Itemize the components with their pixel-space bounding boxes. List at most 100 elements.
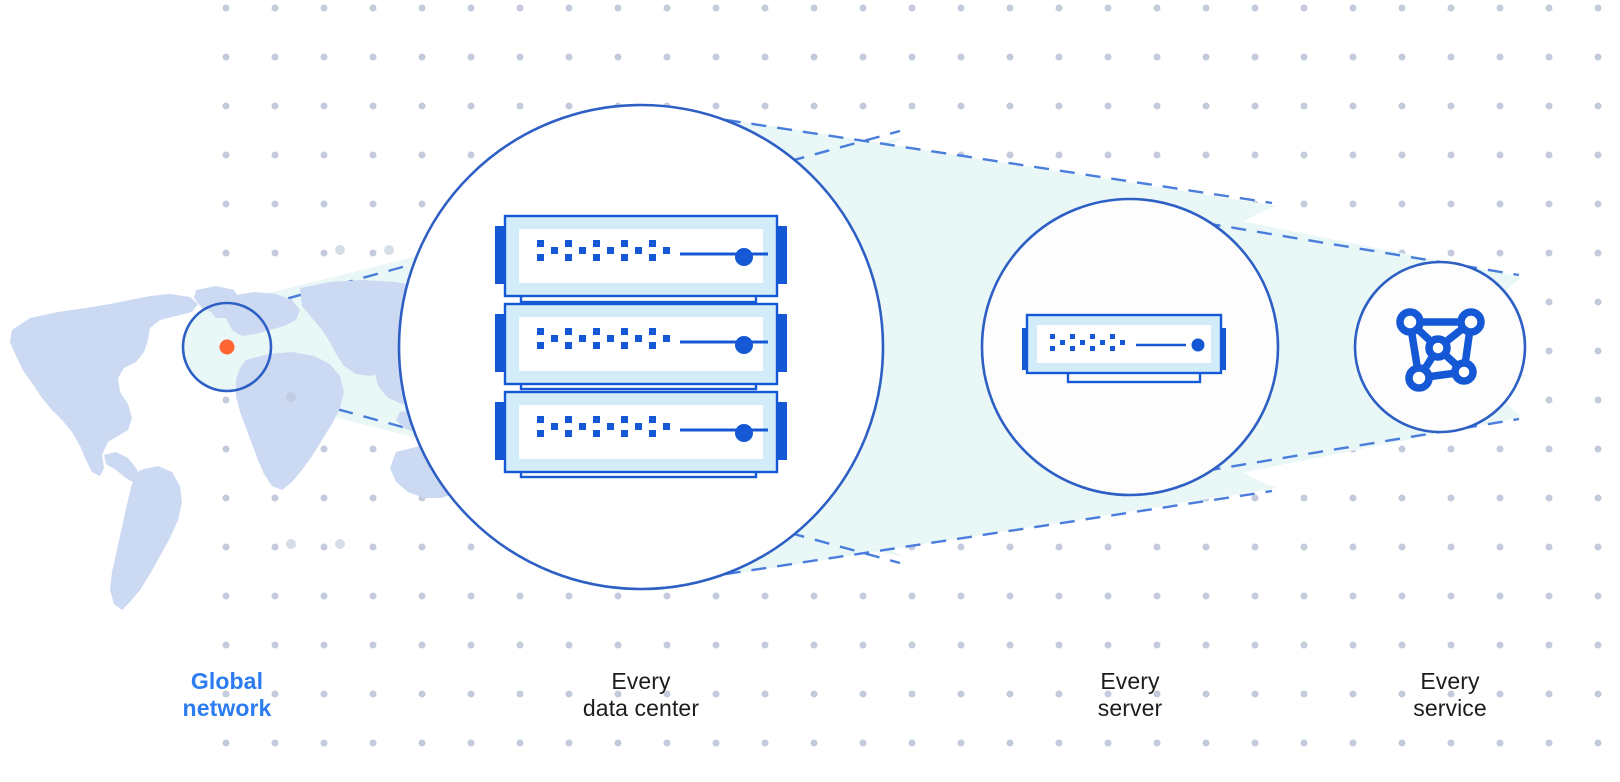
grid-dot <box>1594 298 1602 306</box>
grid-dot <box>1202 53 1210 61</box>
grid-dot <box>369 4 377 12</box>
grid-dot <box>1349 102 1357 110</box>
grid-dot <box>418 151 426 159</box>
grid-dot <box>1398 592 1406 600</box>
grid-dot <box>1447 445 1455 453</box>
grid-dot <box>1104 690 1112 698</box>
grid-dot <box>369 592 377 600</box>
grid-dot <box>761 739 769 747</box>
grid-dot <box>320 641 328 649</box>
grid-dot <box>1398 543 1406 551</box>
label-line-1: Every <box>1100 668 1160 694</box>
grid-dot <box>467 151 475 159</box>
grid-dot <box>1006 543 1014 551</box>
grid-dot <box>1251 4 1259 12</box>
grid-dot <box>369 494 377 502</box>
grid-dot <box>1300 494 1308 502</box>
grid-dot <box>1545 298 1553 306</box>
grid-dot <box>663 53 671 61</box>
label-server: Every server <box>1010 668 1250 722</box>
server-unit <box>495 214 787 298</box>
grid-dot <box>1300 200 1308 208</box>
grid-dot <box>1594 739 1602 747</box>
grid-dot <box>859 53 867 61</box>
grid-dot <box>1006 641 1014 649</box>
grid-dot <box>320 249 328 257</box>
grid-dot <box>1496 543 1504 551</box>
grid-dot <box>1300 102 1308 110</box>
grid-dot <box>222 641 230 649</box>
grid-dot <box>957 53 965 61</box>
label-line-2: service <box>1413 695 1487 721</box>
grid-dot <box>369 53 377 61</box>
grid-dot <box>467 592 475 600</box>
grid-dot <box>1202 543 1210 551</box>
grid-dot <box>1545 249 1553 257</box>
grid-dot <box>1496 445 1504 453</box>
dashed-line-bottom-2 <box>699 489 1273 580</box>
grid-dot <box>810 102 818 110</box>
grid-dot <box>1447 249 1455 257</box>
grid-dot <box>1447 151 1455 159</box>
grid-dot <box>1594 249 1602 257</box>
grid-dot <box>1055 151 1063 159</box>
grid-dot <box>957 102 965 110</box>
grid-dot <box>271 592 279 600</box>
grid-dot <box>1055 739 1063 747</box>
grid-dot <box>467 641 475 649</box>
grid-dot <box>222 543 230 551</box>
grid-dot <box>1055 102 1063 110</box>
grid-dot <box>1104 151 1112 159</box>
grid-dot <box>1496 592 1504 600</box>
grid-dot <box>1447 641 1455 649</box>
grid-dot <box>1398 494 1406 502</box>
grid-dot <box>1349 200 1357 208</box>
grid-dot <box>467 53 475 61</box>
grid-dot <box>1251 641 1259 649</box>
grid-dot <box>1349 690 1357 698</box>
grid-dot <box>418 53 426 61</box>
grid-dot <box>810 739 818 747</box>
dashed-line-top-2 <box>699 114 1273 205</box>
grid-dot <box>369 445 377 453</box>
grid-dot <box>1153 739 1161 747</box>
grid-dot <box>1055 690 1063 698</box>
grid-dot <box>1594 347 1602 355</box>
grid-dot <box>1153 53 1161 61</box>
grid-dot <box>1300 4 1308 12</box>
grid-dot <box>663 690 671 698</box>
grid-dot <box>1594 690 1602 698</box>
grid-dot <box>1006 102 1014 110</box>
grid-dot <box>516 641 524 649</box>
grid-dot <box>1006 53 1014 61</box>
grid-dot <box>565 592 573 600</box>
grid-dot <box>1251 494 1259 502</box>
grid-dot <box>369 249 377 257</box>
grid-dot <box>712 690 720 698</box>
grid-dot <box>1545 200 1553 208</box>
grid-dot <box>271 543 279 551</box>
grid-dot <box>908 739 916 747</box>
grid-dot <box>1594 4 1602 12</box>
grid-dot <box>1398 200 1406 208</box>
grid-dot <box>957 641 965 649</box>
grid-dot <box>1006 4 1014 12</box>
grid-dot <box>908 102 916 110</box>
grid-dot <box>1300 151 1308 159</box>
grid-dot <box>565 739 573 747</box>
server-port-dot-grid <box>537 328 670 349</box>
grid-dot <box>1153 102 1161 110</box>
grid-dot <box>516 102 524 110</box>
mesh-node <box>1457 308 1485 336</box>
grid-dot <box>1104 543 1112 551</box>
grid-dot <box>1594 592 1602 600</box>
grid-dot <box>1496 151 1504 159</box>
grid-dot <box>320 494 328 502</box>
grid-dot <box>712 53 720 61</box>
grid-dot <box>859 592 867 600</box>
grid-dot <box>1545 690 1553 698</box>
server-status-dot <box>735 424 753 442</box>
grid-dot <box>1349 151 1357 159</box>
grid-dot <box>614 4 622 12</box>
